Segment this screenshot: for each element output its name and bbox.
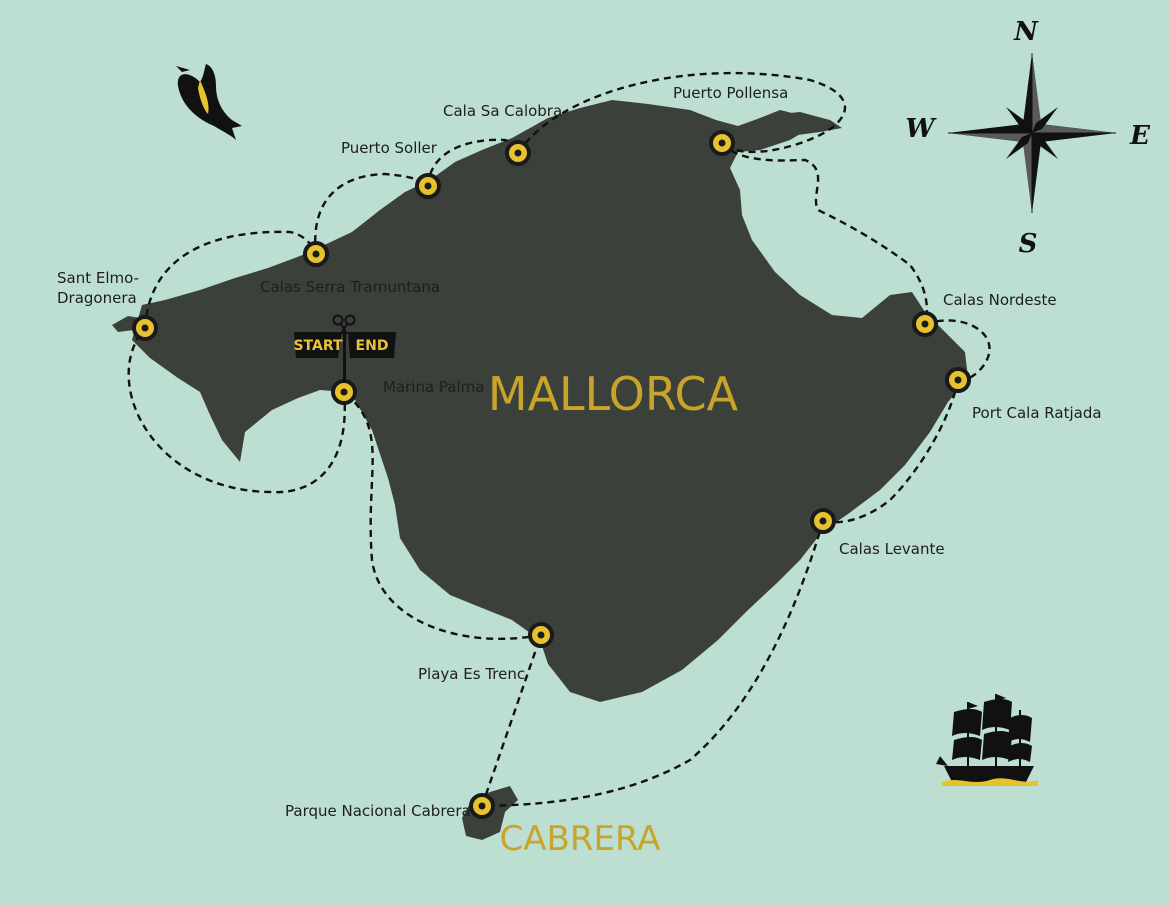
stop-marker-center bbox=[954, 376, 962, 384]
stop-sant-elmo-dragonera[interactable]: Sant Elmo- Dragonera bbox=[57, 269, 158, 341]
start-flag: START bbox=[293, 332, 343, 358]
compass-west: W bbox=[905, 114, 937, 144]
stop-label: Port Cala Ratjada bbox=[972, 404, 1102, 422]
end-label: END bbox=[356, 338, 389, 354]
stop-label: Cala Sa Calobra bbox=[443, 102, 562, 120]
island-title-mallorca: MALLORCA bbox=[488, 367, 739, 421]
stop-marker-center bbox=[340, 388, 348, 396]
mallorca-island bbox=[132, 100, 968, 702]
stop-label-line-1: Sant Elmo- bbox=[57, 269, 139, 287]
island-title-cabrera: CABRERA bbox=[500, 819, 661, 859]
compass-south: S bbox=[1019, 229, 1038, 259]
stop-port-cala-ratjada[interactable]: Port Cala Ratjada bbox=[945, 367, 1102, 422]
stop-marker-center bbox=[819, 517, 827, 525]
end-flag: END bbox=[348, 332, 396, 358]
stop-marker-center bbox=[514, 149, 522, 157]
stop-marker-center bbox=[537, 631, 545, 639]
stop-label: Puerto Pollensa bbox=[673, 84, 788, 102]
start-end-marker: START END bbox=[293, 314, 396, 382]
stop-label: Parque Nacional Cabrera bbox=[285, 802, 471, 820]
stop-playa-es-trenc[interactable]: Playa Es Trenc bbox=[418, 622, 554, 683]
stop-label: Calas Nordeste bbox=[943, 291, 1057, 309]
stop-label: Playa Es Trenc bbox=[418, 665, 525, 683]
stop-calas-serra-tramuntana[interactable]: Calas Serra Tramuntana bbox=[260, 241, 440, 296]
flag-pole bbox=[343, 330, 346, 382]
stop-puerto-pollensa[interactable]: Puerto Pollensa bbox=[673, 84, 788, 156]
pirate-ship-icon bbox=[936, 694, 1038, 786]
stop-marina-palma[interactable]: Marina Palma bbox=[331, 378, 484, 405]
stop-label-line-2: Dragonera bbox=[57, 289, 137, 307]
stop-marker-center bbox=[312, 250, 320, 258]
stop-marker-center bbox=[921, 320, 929, 328]
stop-cala-sa-calobra[interactable]: Cala Sa Calobra bbox=[443, 102, 562, 166]
stop-label: Calas Levante bbox=[839, 540, 945, 558]
stop-label: Puerto Soller bbox=[341, 139, 438, 157]
formentor-peninsula bbox=[740, 112, 842, 140]
stop-marker-center bbox=[718, 139, 726, 147]
stop-label: Calas Serra Tramuntana bbox=[260, 278, 440, 296]
stop-marker-center bbox=[141, 324, 149, 332]
compass-north: N bbox=[1013, 17, 1039, 47]
dolphin-icon bbox=[176, 64, 242, 140]
compass-rose-icon bbox=[948, 53, 1116, 213]
stop-label: Marina Palma bbox=[383, 378, 484, 396]
start-label: START bbox=[293, 338, 343, 354]
stop-puerto-soller[interactable]: Puerto Soller bbox=[341, 139, 441, 199]
stop-marker-center bbox=[424, 182, 432, 190]
stop-marker-center bbox=[478, 802, 486, 810]
stop-calas-levante[interactable]: Calas Levante bbox=[810, 508, 945, 558]
stop-parque-nacional-cabrera[interactable]: Parque Nacional Cabrera bbox=[285, 793, 495, 820]
compass-east: E bbox=[1129, 121, 1151, 151]
stop-calas-nordeste[interactable]: Calas Nordeste bbox=[912, 291, 1057, 337]
